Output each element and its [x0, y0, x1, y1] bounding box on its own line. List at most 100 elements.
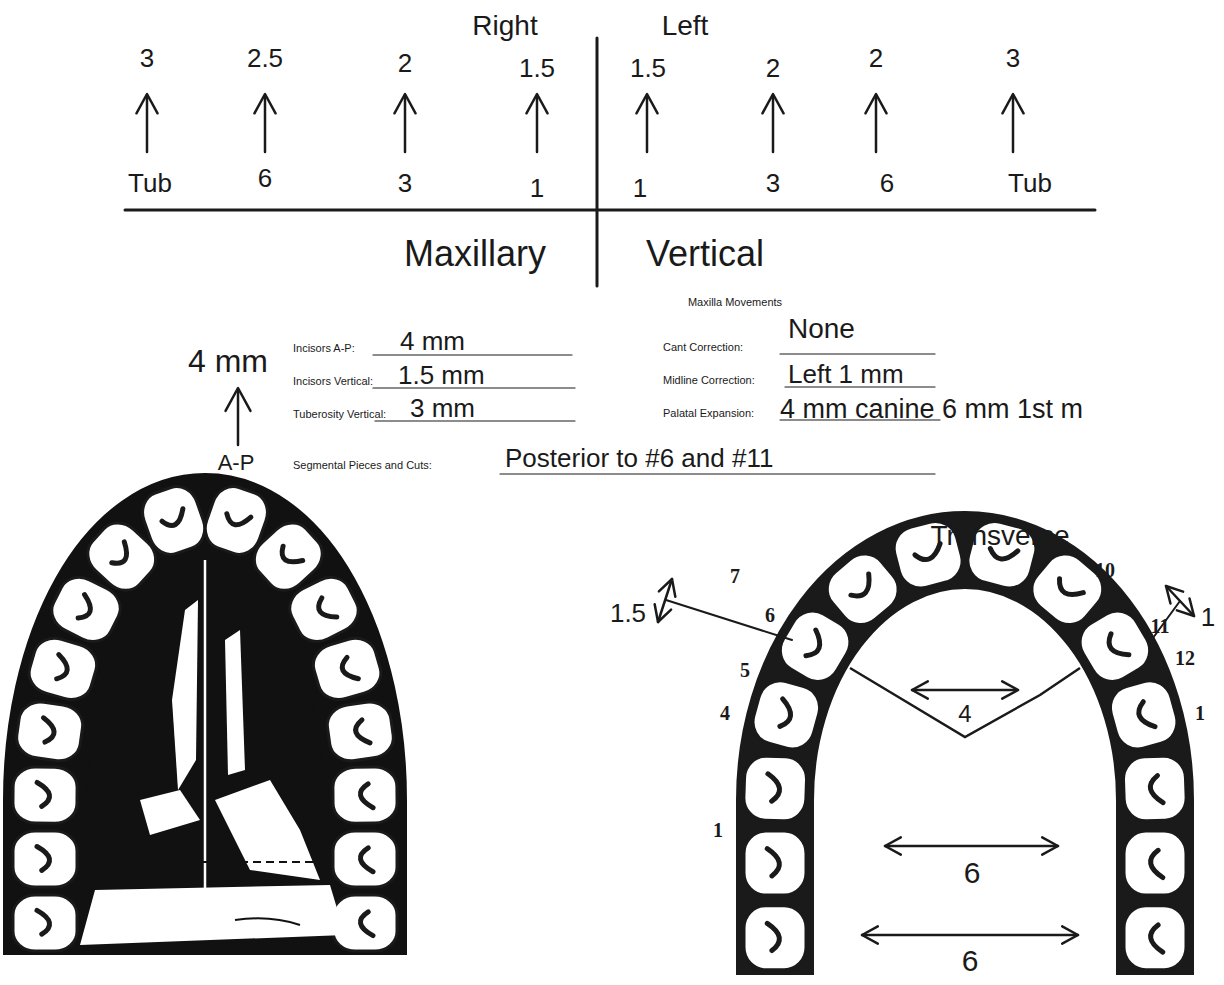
arrow-head [1042, 837, 1058, 854]
tooth-fissure [37, 782, 50, 806]
movement-value: 2 [766, 55, 780, 81]
ap-value: 4 mm [188, 345, 268, 377]
tooth-fissure [1151, 850, 1163, 877]
tooth-number: 11 [1151, 616, 1170, 636]
segment-value: 1.5 [610, 600, 646, 626]
tooth-fissure [224, 509, 251, 529]
tooth-fissure [1055, 575, 1084, 602]
tooth-number: 1 [1195, 703, 1205, 723]
form-field: Segmental Pieces and Cuts: [293, 460, 432, 471]
form-field: Tuberosity Vertical: [293, 409, 386, 420]
canine-expansion-arrow [912, 689, 1018, 692]
tooth-fissure [848, 574, 877, 601]
right-arch-gingiva [775, 550, 1155, 975]
tooth-ref: 3 [766, 170, 780, 196]
arrow-head [1062, 926, 1078, 943]
tooth-crown [818, 545, 907, 634]
palate-highlight [172, 600, 198, 790]
form-underline [500, 473, 935, 474]
form-field: Incisors A-P: [293, 343, 355, 354]
tooth-fissure [1136, 700, 1155, 729]
vertical-arrow [536, 96, 539, 152]
form-value: Left 1 mm [788, 361, 904, 387]
palate-highlight [80, 885, 345, 945]
arrow-head [526, 94, 547, 113]
tooth-crown [1124, 831, 1186, 895]
arrow-head [394, 94, 415, 113]
tooth-number: 6 [765, 605, 775, 625]
cut-line [110, 861, 330, 863]
tooth-crown [14, 699, 85, 763]
tooth [1123, 755, 1187, 821]
vertical-arrow [772, 96, 775, 152]
left-arch-gingiva [45, 515, 365, 955]
tooth-ref: 3 [398, 170, 412, 196]
tooth-fissure [767, 923, 779, 950]
vertical-arrow [264, 96, 267, 152]
tooth-fissure [37, 846, 50, 870]
form-value: 1.5 mm [398, 362, 485, 388]
tooth-fissure [160, 509, 187, 529]
tooth-ref: 6 [258, 165, 272, 191]
segment-value: 1 [1201, 604, 1215, 630]
tooth-fissure [360, 912, 373, 936]
tooth-fissure [767, 774, 780, 802]
tooth [744, 906, 806, 970]
tooth-crown [13, 831, 77, 887]
arrow-head [912, 681, 928, 698]
tooth-crown [325, 699, 396, 763]
right-arch-palate [775, 550, 1155, 975]
tooth-ref: 6 [880, 170, 894, 196]
form-underline [780, 353, 935, 354]
movement-value: 3 [140, 45, 154, 71]
tooth-fissure [354, 719, 370, 744]
tooth-crown [13, 767, 78, 824]
form-value: Posterior to #6 and #11 [505, 445, 773, 471]
arrow-head [885, 837, 901, 854]
tooth-crown [333, 895, 397, 951]
movement-value: 1.5 [519, 55, 555, 81]
side-label: Right [472, 12, 537, 40]
tooth [13, 831, 77, 887]
arrow-head [254, 94, 275, 113]
form-value: 4 mm canine 6 mm 1st m [780, 396, 1083, 423]
palate-highlight [225, 630, 245, 775]
tooth-crown [13, 895, 77, 951]
tooth-fissure [802, 630, 826, 660]
form-field: Midline Correction: [663, 375, 755, 386]
arrow-head [1177, 599, 1194, 616]
tooth-number: 7 [730, 566, 740, 586]
tooth [1124, 906, 1186, 970]
movement-value: 2 [398, 50, 412, 76]
palate-highlight [140, 790, 200, 835]
tooth-number: 1 [713, 820, 723, 840]
tooth-crown [1124, 906, 1186, 970]
form-value: 3 mm [410, 395, 475, 421]
tooth [325, 699, 396, 763]
arrow-head [226, 388, 251, 411]
form-underline [375, 420, 575, 421]
tooth-number: 12 [1175, 648, 1195, 668]
tooth-crown [1105, 676, 1182, 754]
palate-mark [235, 918, 300, 925]
tooth [333, 767, 398, 824]
tooth-crown [24, 633, 101, 705]
molar-expansion-arrow [885, 845, 1058, 848]
arrow-head [1166, 586, 1183, 603]
tooth [748, 676, 825, 754]
tooth [333, 831, 397, 887]
tooth-crown [1072, 603, 1158, 690]
tooth-ref: Tub [128, 170, 172, 196]
axis-line [125, 209, 1095, 212]
tooth-fissure [315, 596, 337, 623]
segment-leader [666, 600, 792, 640]
expansion-value: 6 [962, 946, 979, 976]
view-title: Transverse [930, 522, 1069, 550]
tooth-crown [137, 481, 211, 560]
arrow-head [136, 94, 157, 113]
tooth-fissure [37, 910, 50, 934]
movement-value: 2.5 [247, 45, 283, 71]
vertical-arrow [875, 96, 878, 152]
